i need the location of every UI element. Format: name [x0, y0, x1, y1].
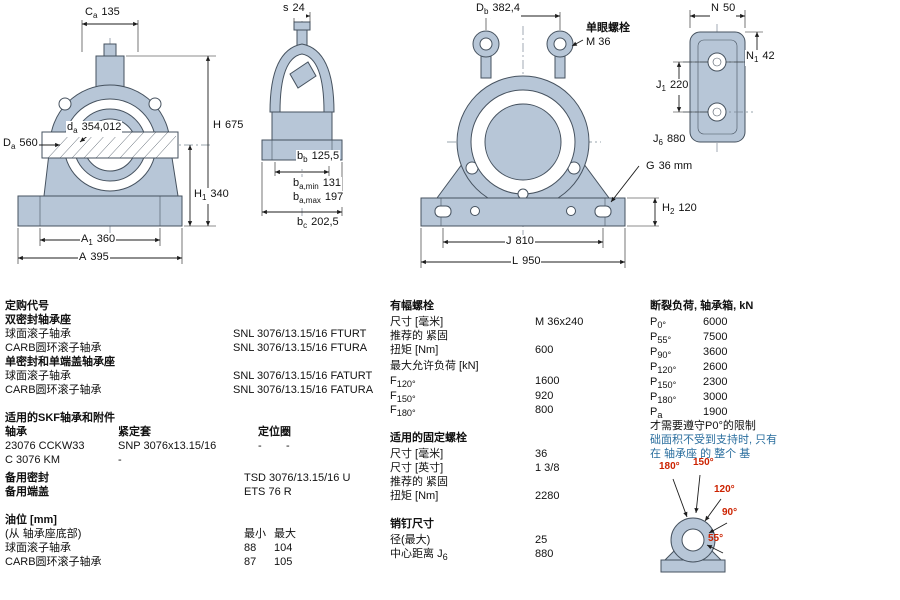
- attachment-bolt-recommend-row: 推荐的 紧固: [390, 330, 449, 342]
- breaking-load-row: P150°2300: [650, 376, 728, 391]
- eyebolt-title: 单眼螺栓: [585, 22, 631, 35]
- oil-level-header-row: (从 轴承座底部)最小最大: [5, 528, 296, 540]
- pins-title: 销钉尺寸: [390, 518, 434, 530]
- ordering-title: 定购代号: [5, 300, 49, 312]
- f-load-row: F120°1600: [390, 375, 560, 390]
- side-section-drawing: [261, 4, 343, 226]
- pin-diameter-row: 径(最大)25: [390, 534, 548, 546]
- housing-front-shape: [14, 38, 210, 248]
- fixing-bolts-title: 适用的固定螺栓: [390, 432, 467, 444]
- breaking-loads-title: 断裂负荷, 轴承箱, kN: [650, 300, 754, 312]
- load-angle-diagram: [660, 474, 728, 573]
- angle-label-150: 150°: [693, 457, 714, 468]
- ordering-section2-header: 单密封和单端盖轴承座: [5, 356, 115, 368]
- housing-side-shape: [261, 4, 343, 226]
- eyebolt-size: M 36: [585, 36, 612, 49]
- ordering-section1-header: 双密封轴承座: [5, 314, 71, 326]
- breaking-load-row: P55°7500: [650, 331, 728, 346]
- breaking-loads-note-line1: 才需要遵守P0°的限制: [650, 420, 756, 432]
- skf-parts-title: 适用的SKF轴承和附件: [5, 412, 115, 424]
- skf-parts-row: C 3076 KM-: [5, 454, 122, 466]
- load-angle-arrows: [672, 474, 728, 554]
- fixing-bolt-recommend-row: 推荐的 紧固: [390, 476, 449, 488]
- attachment-bolt-torque-row: 扭矩 [Nm]600: [390, 344, 554, 356]
- breaking-load-row: P0°6000: [650, 316, 728, 331]
- breaking-loads-note-line2: 础面积不受到支持时, 只有: [650, 434, 778, 446]
- front-view-drawing: [420, 12, 659, 268]
- breaking-load-row: P120°2600: [650, 361, 728, 376]
- breaking-loads-note-line3: 在 轴承座 的 整个 基: [650, 448, 751, 460]
- fixing-bolt-size-in-row: 尺寸 [英寸]1 3/8: [390, 462, 560, 474]
- breaking-load-row: P90°3600: [650, 346, 728, 361]
- housing-front-view-shape: [420, 26, 626, 240]
- angle-label-120: 120°: [714, 484, 735, 495]
- plate-view-drawing: [673, 10, 763, 152]
- angle-label-180: 180°: [659, 461, 680, 472]
- angle-label-90: 90°: [722, 507, 738, 518]
- breaking-load-row: P180°3000: [650, 391, 728, 406]
- attachment-bolts-title: 有幅螺栓: [390, 300, 434, 312]
- fixing-bolt-torque-row: 扭矩 [Nm]2280: [390, 490, 560, 502]
- fixing-bolt-size-mm-row: 尺寸 [毫米]36: [390, 448, 548, 460]
- attachment-bolt-size-row: 尺寸 [毫米]M 36x240: [390, 316, 584, 328]
- oil-level-title: 油位 [mm]: [5, 514, 57, 526]
- mini-housing-shape: [660, 517, 726, 573]
- f-load-row: F150°920: [390, 390, 554, 405]
- angle-label-55: 55°: [708, 533, 724, 544]
- skf-parts-header-row: 轴承紧定套定位圈: [5, 426, 291, 438]
- plate-shape: [683, 24, 753, 152]
- max-load-header: 最大允许负荷 [kN]: [390, 360, 479, 372]
- f-load-row: F180°800: [390, 404, 554, 419]
